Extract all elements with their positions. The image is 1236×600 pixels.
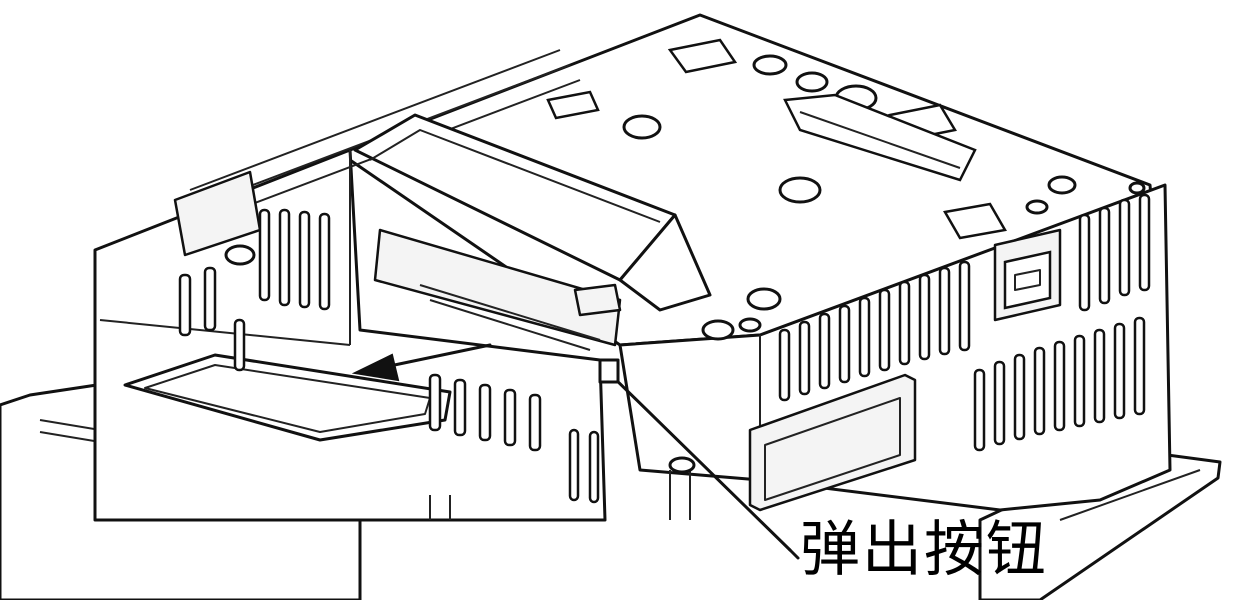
ethernet-port — [993, 228, 1062, 322]
right-side-panel — [748, 373, 917, 512]
vent-slots-left — [178, 208, 600, 504]
vent-slots-right — [778, 193, 1151, 452]
card-slot-cover — [353, 113, 712, 351]
top-slots — [546, 38, 1007, 240]
eject-button-label: 弹出按钮 — [800, 515, 1048, 585]
mounting-holes — [224, 54, 1146, 341]
eject-button — [598, 358, 620, 384]
eject-direction-arrow — [351, 343, 492, 382]
eject-button-callout — [598, 358, 800, 560]
bottom-posts — [429, 456, 696, 520]
memory-card — [123, 353, 452, 442]
